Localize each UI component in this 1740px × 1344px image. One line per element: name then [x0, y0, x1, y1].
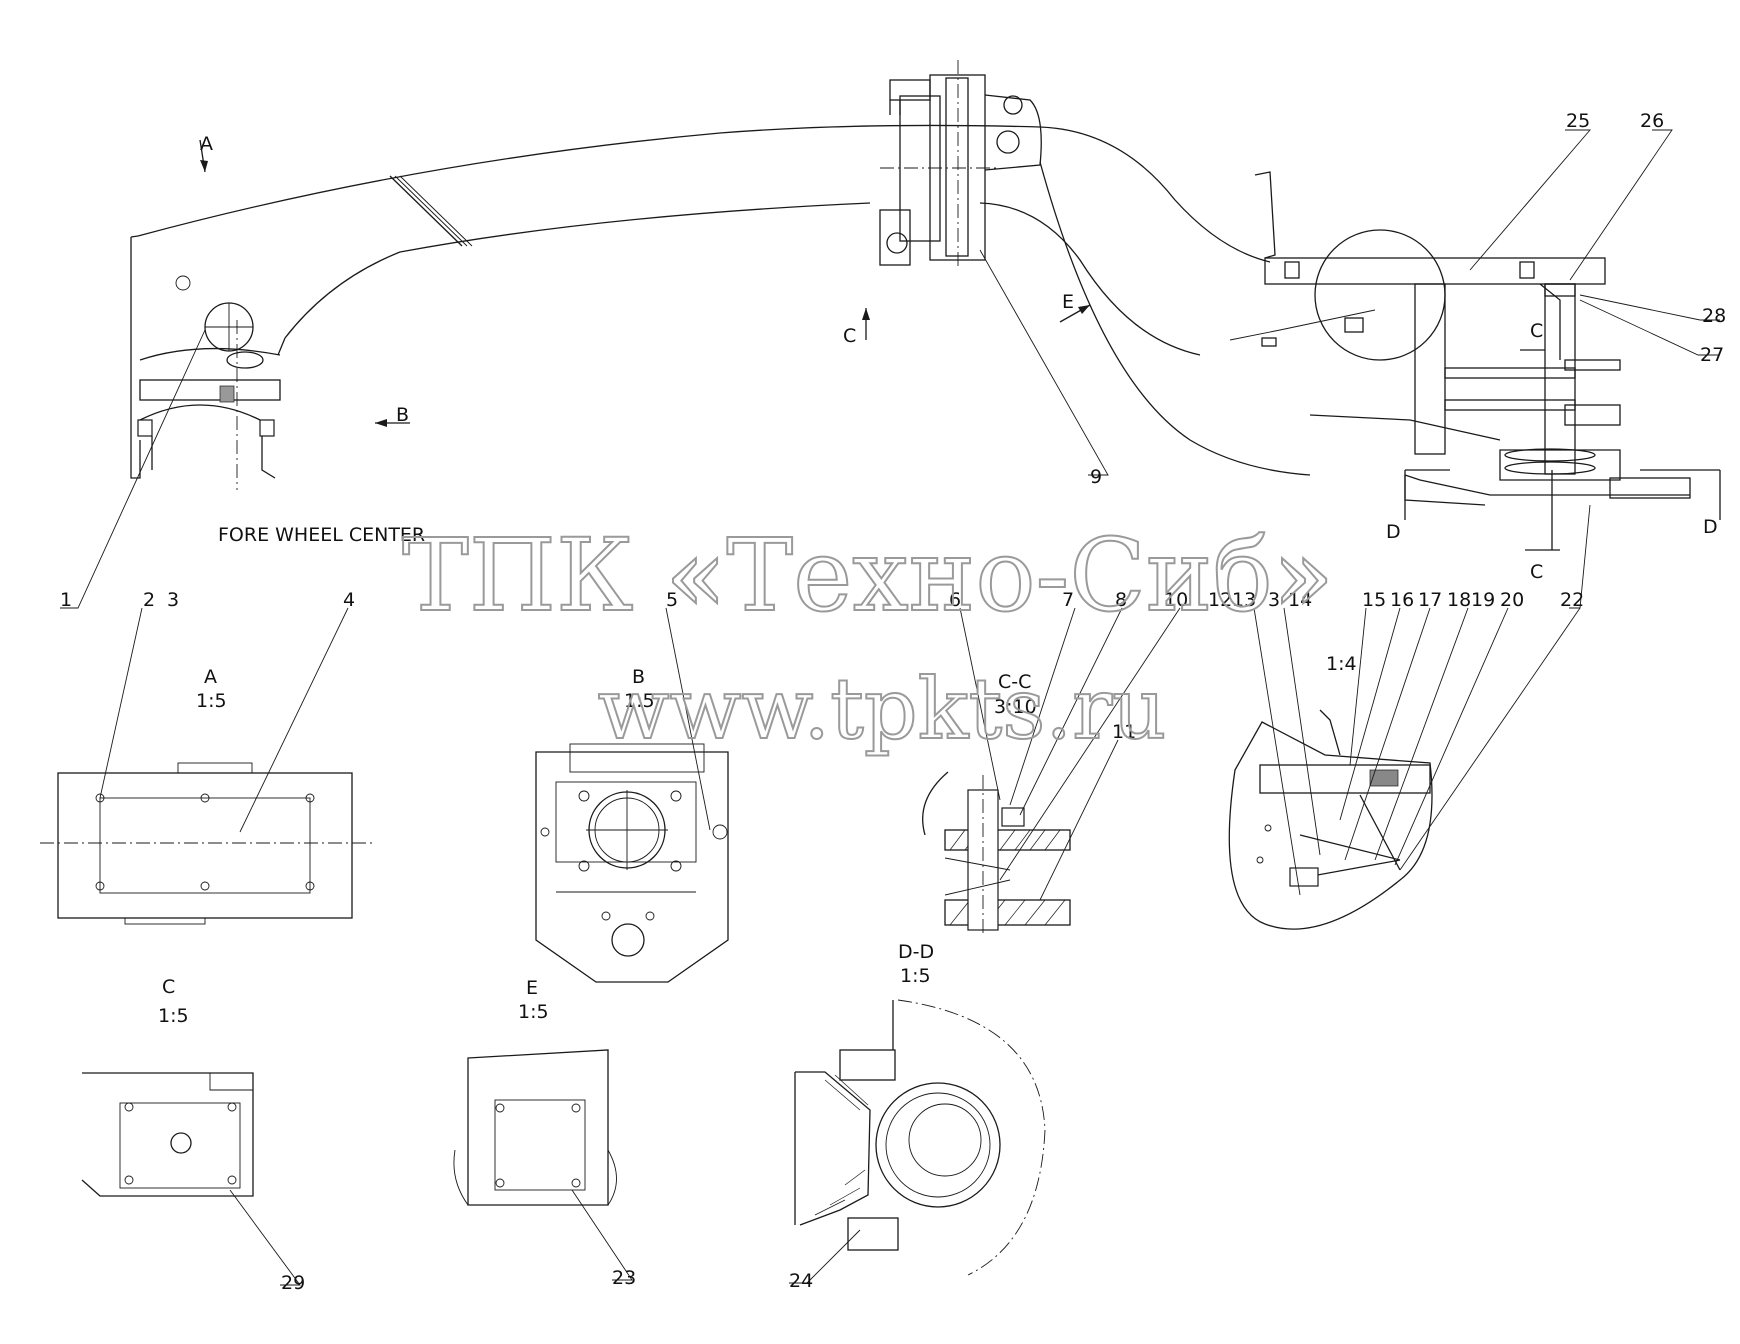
callout-17: 17 [1418, 589, 1442, 611]
marker-c-upper-text: C [1530, 320, 1543, 342]
callout-26: 26 [1640, 110, 1664, 132]
callout-4: 4 [343, 589, 355, 611]
watermark-company: ТПК «Техно-Сиб» [402, 517, 1334, 634]
callout-22: 22 [1560, 589, 1584, 611]
view-dd: D-D 1:5 [794, 941, 1046, 1276]
callout-5: 5 [666, 589, 678, 611]
view-cc: C-C 3:10 [922, 671, 1071, 935]
callout-11: 11 [1112, 721, 1136, 743]
watermark-url: www.tpkts.ru [598, 660, 1167, 758]
callout-20: 20 [1500, 589, 1524, 611]
callout-23: 23 [612, 1267, 636, 1289]
view-a-scale: 1:5 [196, 690, 227, 712]
callout-15: 15 [1362, 589, 1386, 611]
marker-a-text: A [200, 133, 213, 155]
view-c-name: C [162, 976, 175, 998]
callout-7: 7 [1062, 589, 1074, 611]
marker-e-text: E [1062, 291, 1074, 313]
callout-3b: 3 [1268, 589, 1280, 611]
callout-1: 1 [60, 589, 72, 611]
marker-c-text: C [843, 325, 856, 347]
view-e: E 1:5 [453, 977, 617, 1206]
callout-18: 18 [1447, 589, 1471, 611]
fore-wheel-center-label: FORE WHEEL CENTER [218, 524, 425, 546]
view-c: C 1:5 [81, 976, 254, 1197]
callout-13: 13 [1232, 589, 1256, 611]
detail-scale-label: 1:4 [1326, 653, 1357, 675]
callout-16: 16 [1390, 589, 1414, 611]
view-cc-scale: 3:10 [994, 696, 1037, 718]
callout-29: 29 [281, 1272, 305, 1294]
view-c-scale: 1:5 [158, 1005, 189, 1027]
view-e-scale: 1:5 [518, 1001, 549, 1023]
callout-2: 2 [143, 589, 155, 611]
view-dd-name: D-D [898, 941, 934, 963]
marker-c-lower-text: C [1530, 561, 1543, 583]
callout-25: 25 [1566, 110, 1590, 132]
view-b-name: B [632, 666, 645, 688]
view-b: B 1:5 [535, 666, 729, 983]
leader-lines [60, 129, 1720, 1286]
view-a-name: A [204, 666, 217, 688]
callout-numbers: 1 2 3 4 5 6 7 8 9 10 11 12 13 3 14 15 16… [60, 110, 1726, 1294]
view-e-name: E [526, 977, 538, 999]
callout-24: 24 [789, 1270, 813, 1292]
callout-27: 27 [1700, 344, 1724, 366]
callout-10: 10 [1164, 589, 1188, 611]
callout-8: 8 [1115, 589, 1127, 611]
callout-6: 6 [949, 589, 961, 611]
marker-b-text: B [396, 404, 409, 426]
callout-19: 19 [1471, 589, 1495, 611]
callout-28: 28 [1702, 305, 1726, 327]
callout-9: 9 [1090, 466, 1102, 488]
view-a: A 1:5 [40, 666, 372, 925]
view-b-scale: 1:5 [624, 690, 655, 712]
marker-d-left-text: D [1386, 521, 1401, 543]
marker-d-right-text: D [1703, 516, 1718, 538]
view-cc-name: C-C [998, 671, 1031, 693]
main-view-labels: A C E B C C D D FORE WHEEL CENTER [200, 133, 1718, 583]
view-dd-scale: 1:5 [900, 965, 931, 987]
callout-14: 14 [1288, 589, 1312, 611]
watermark: ТПК «Техно-Сиб» www.tpkts.ru [401, 516, 1335, 759]
boom-main-view [130, 60, 1721, 551]
callout-12: 12 [1208, 589, 1232, 611]
callout-3: 3 [167, 589, 179, 611]
detail-view-1-4: 1:4 [1228, 653, 1433, 930]
